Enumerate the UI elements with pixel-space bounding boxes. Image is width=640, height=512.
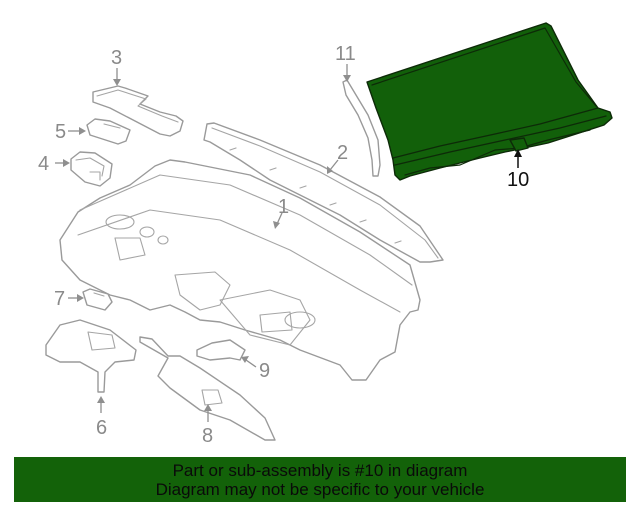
callout-5[interactable]: 5 [55, 121, 67, 143]
banner-line-part-number: Part or sub-assembly is #10 in diagram [172, 461, 468, 480]
callout-3[interactable]: 3 [111, 47, 123, 69]
part-11-strip[interactable] [342, 79, 381, 177]
part-4-bin[interactable] [70, 151, 113, 187]
banner-line-disclaimer: Diagram may not be specific to your vehi… [155, 480, 485, 499]
part-1-main-panel[interactable] [59, 159, 421, 381]
part-3-cover[interactable] [92, 85, 184, 137]
callout-2[interactable]: 2 [337, 142, 349, 164]
callout-6[interactable]: 6 [96, 417, 108, 439]
part-2-upper-trim[interactable] [203, 122, 444, 263]
part-7-switch-bezel[interactable] [82, 288, 113, 311]
callout-11[interactable]: 11 [335, 43, 356, 65]
info-banner: Part or sub-assembly is #10 in diagram D… [14, 457, 626, 502]
callout-7[interactable]: 7 [54, 288, 66, 310]
part-6-side-trim[interactable] [45, 319, 137, 393]
callout-8[interactable]: 8 [202, 425, 214, 447]
callout-10[interactable]: 10 [507, 169, 530, 191]
part-5-bezel[interactable] [86, 118, 131, 145]
part-10-highlighted-assembly[interactable] [366, 22, 613, 181]
callout-4[interactable]: 4 [38, 153, 50, 175]
parts-diagram [45, 22, 613, 441]
callout-1[interactable]: 1 [278, 196, 290, 218]
callout-9[interactable]: 9 [259, 360, 271, 382]
part-8-lower-trim[interactable] [139, 336, 276, 441]
part-9-bracket[interactable] [196, 339, 246, 361]
callout-arrows [55, 64, 522, 422]
